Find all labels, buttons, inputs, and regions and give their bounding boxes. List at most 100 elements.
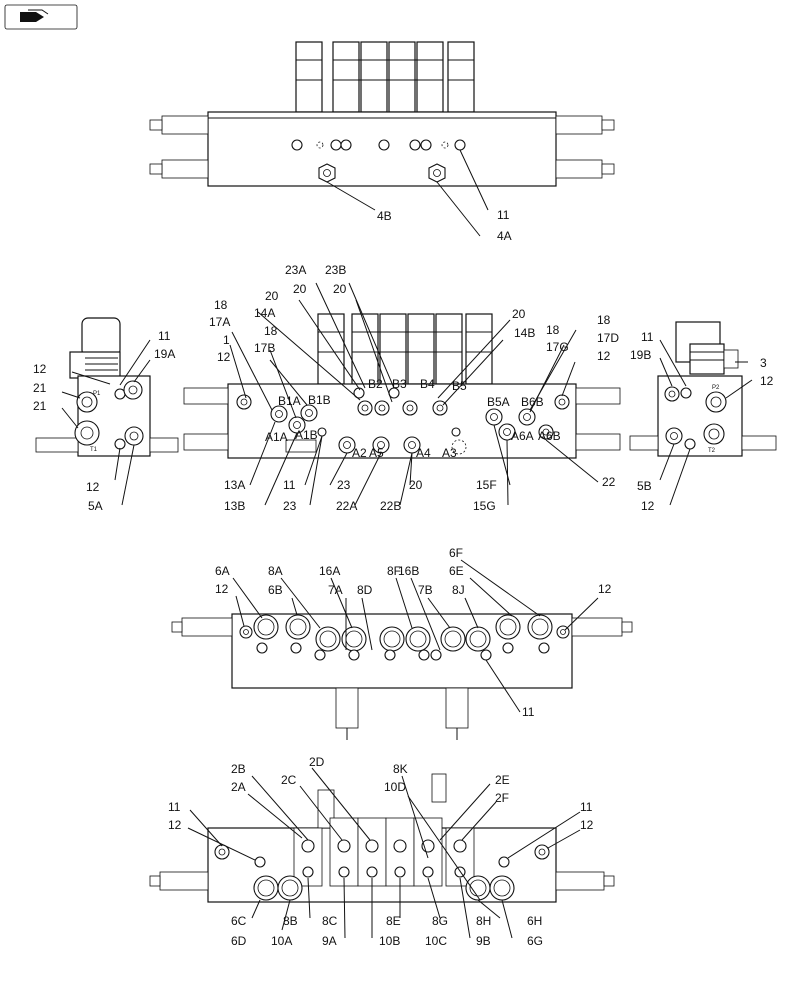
callout: 8A	[268, 564, 283, 578]
port-label: B4	[420, 377, 435, 391]
callout: 12	[641, 499, 655, 513]
callout: 12	[598, 582, 612, 596]
valve-top-view: 4B 11 4A	[149, 41, 615, 243]
port-label: A5	[369, 446, 384, 460]
callout: 6D	[231, 934, 247, 948]
callout: 11	[580, 800, 593, 814]
callout: 23	[283, 499, 297, 513]
callout: 2A	[231, 780, 246, 794]
port-label: A1A	[265, 430, 288, 444]
callout: 8B	[283, 914, 298, 928]
port-label: P1	[93, 391, 101, 397]
callout: 15F	[476, 478, 497, 492]
callout: 6E	[449, 564, 464, 578]
callout: 12	[86, 480, 100, 494]
callout: 18	[214, 298, 228, 312]
callout: 10C	[425, 934, 447, 948]
callout: 20	[293, 282, 307, 296]
callout: 8G	[432, 914, 448, 928]
callout: 4B	[377, 209, 392, 223]
port-label: A1B	[295, 428, 318, 442]
callout: 8K	[393, 762, 408, 776]
port-label: B5A	[487, 395, 510, 409]
callout: 20	[265, 289, 279, 303]
port-label: B2	[368, 377, 383, 391]
callout: 23	[337, 478, 351, 492]
callout: 12	[168, 818, 182, 832]
callout: 17A	[209, 315, 230, 329]
callout: 16B	[398, 564, 419, 578]
callout: 8J	[452, 583, 465, 597]
callout: 19A	[154, 347, 175, 361]
valve-bottom-view: 2D 8K 2B 2C 10D 2E 2A 2F 11 11 12 12 6C …	[149, 755, 615, 948]
callout: 11	[283, 478, 296, 492]
port-label: B3	[392, 377, 407, 391]
port-label: A2	[352, 446, 367, 460]
callout: 6B	[268, 583, 283, 597]
callout: 12	[33, 362, 47, 376]
callout: 2E	[495, 773, 510, 787]
callout: 1	[223, 333, 230, 347]
callout: 11	[522, 705, 535, 719]
callout: 12	[215, 582, 229, 596]
callout: 20	[333, 282, 347, 296]
callout: 9A	[322, 934, 337, 948]
callout: 22B	[380, 499, 401, 513]
port-label: A6A	[511, 429, 534, 443]
port-label: P2	[712, 385, 720, 391]
callout: 21	[33, 399, 47, 413]
callout: 2C	[281, 773, 297, 787]
callout: 12	[597, 349, 611, 363]
callout: 18	[546, 323, 560, 337]
callout: 10B	[379, 934, 400, 948]
callout: 6H	[527, 914, 542, 928]
callout: 13B	[224, 499, 245, 513]
valve-side-view: 6A 8A 16A 8F 16B 6F 12 6B 7A 8D 7B 8J 6E…	[171, 546, 633, 740]
callout: 7A	[328, 583, 343, 597]
port-label: T2	[708, 448, 716, 454]
book-arrow-icon[interactable]	[4, 4, 78, 30]
callout: 12	[217, 350, 231, 364]
callout: 8F	[387, 564, 401, 578]
callout: 15G	[473, 499, 496, 513]
callout: 16A	[319, 564, 340, 578]
port-label: A3	[442, 446, 457, 460]
callout: 20	[409, 478, 423, 492]
callout: 6C	[231, 914, 247, 928]
port-label: A4	[416, 446, 431, 460]
callout: 8H	[476, 914, 491, 928]
callout: 5A	[88, 499, 103, 513]
port-label: B6B	[521, 395, 544, 409]
callout: 17D	[597, 331, 619, 345]
valve-right-end-view: P2 T2 11 19B 3 12 5B 12	[629, 321, 777, 513]
callout: 7B	[418, 583, 433, 597]
callout: 12	[760, 374, 774, 388]
callout: 8D	[357, 583, 373, 597]
callout: 9B	[476, 934, 491, 948]
callout: 23B	[325, 263, 346, 277]
callout: 20	[512, 307, 526, 321]
callout: 12	[580, 818, 594, 832]
callout: 2B	[231, 762, 246, 776]
callout: 6A	[215, 564, 230, 578]
port-label: T1	[90, 447, 98, 453]
callout: 6F	[449, 546, 463, 560]
callout: 14B	[514, 326, 535, 340]
callout: 17G	[546, 340, 569, 354]
callout: 23A	[285, 263, 306, 277]
callout: 17B	[254, 341, 275, 355]
callout: 5B	[637, 479, 652, 493]
callout: 10D	[384, 780, 406, 794]
callout: 18	[597, 313, 611, 327]
callout: 4A	[497, 229, 512, 243]
callout: 6G	[527, 934, 543, 948]
callout: 13A	[224, 478, 245, 492]
callout: 21	[33, 381, 47, 395]
port-label: B1B	[308, 393, 331, 407]
callout: 10A	[271, 934, 292, 948]
callout: 11	[641, 330, 654, 344]
callout: 2F	[495, 791, 509, 805]
callout: 8E	[386, 914, 401, 928]
callout: 2D	[309, 755, 325, 769]
